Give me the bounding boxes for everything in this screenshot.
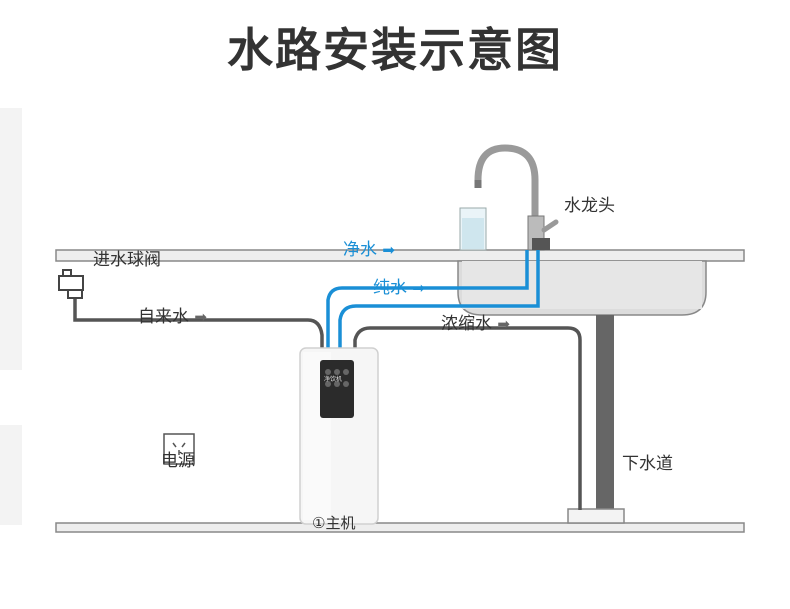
device-screen-text: 净饮机: [324, 376, 343, 383]
floor-board: [55, 522, 745, 533]
concentrate-label: 浓缩水 ➡: [441, 309, 510, 334]
right-arrow-icon: ➡: [194, 308, 207, 326]
display-dot: [343, 369, 349, 375]
pure-water-label: 净水 ➡: [343, 235, 395, 260]
purified-water-text: 纯水: [373, 278, 407, 298]
diagram-stage: 水路安装示意图: [0, 23, 745, 533]
main-unit-display: [320, 360, 354, 418]
faucet-spout: [474, 144, 539, 230]
tap-water-text: 自来水: [138, 307, 189, 327]
display-dot: [334, 381, 340, 387]
main-unit-label: ①主机: [312, 514, 356, 532]
concentrate-text: 浓缩水: [441, 314, 492, 334]
faucet-handle: [541, 219, 559, 233]
right-arrow-icon: ➡: [497, 315, 510, 333]
display-dot: [334, 369, 340, 375]
display-dot: [325, 369, 331, 375]
drain-label: 下水道: [622, 454, 673, 474]
installation-diagram: [0, 108, 745, 533]
page-title: 水路安装示意图: [227, 23, 563, 77]
side-panel-bottom: [0, 425, 22, 525]
faucet-base: [532, 238, 550, 250]
tap-water-pipe: [73, 296, 324, 348]
power-outlet-icon: [163, 433, 195, 465]
faucet-label: 水龙头: [564, 196, 615, 216]
glass-water: [462, 218, 484, 249]
purified-water-label: 纯水 ➡: [373, 273, 425, 298]
tap-water-label: 自来水 ➡: [138, 302, 207, 327]
drain-base: [567, 508, 625, 524]
right-arrow-icon: ➡: [412, 279, 425, 297]
ball-valve-icon: [58, 269, 84, 299]
concentrate-pipe: [353, 326, 582, 510]
display-dot: [343, 381, 349, 387]
sink-inner: [462, 261, 702, 309]
right-arrow-icon: ➡: [382, 241, 395, 259]
power-label: 电源: [161, 451, 195, 471]
drain-pipe: [596, 315, 614, 511]
purified-water-line: [338, 250, 540, 348]
pure-water-line: [326, 250, 529, 348]
display-dot: [325, 381, 331, 387]
side-panel-top: [0, 108, 22, 370]
countertop: [55, 249, 745, 262]
inlet-valve-label: 进水球阀: [93, 250, 161, 270]
pure-water-text: 净水: [343, 240, 377, 260]
